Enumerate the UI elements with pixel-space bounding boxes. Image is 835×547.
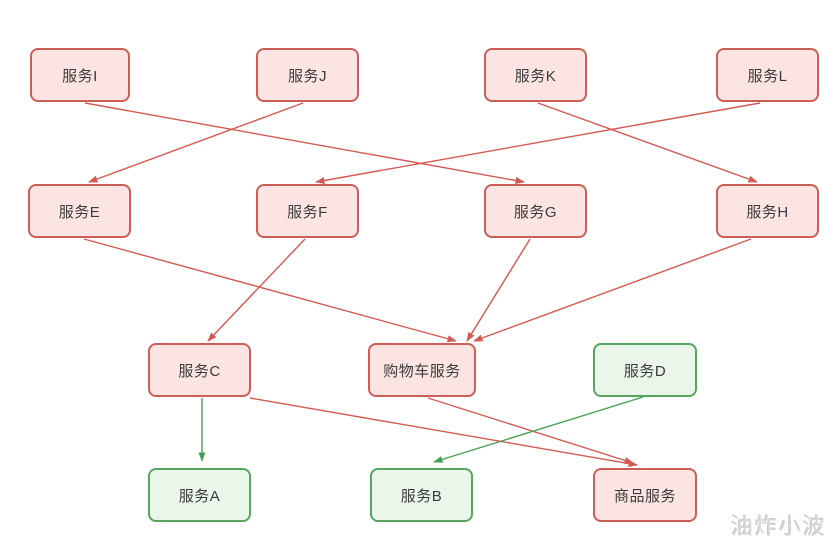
edge-C-goods (249, 397, 638, 467)
node-label-B: 服务B (400, 487, 443, 505)
node-label-L: 服务L (747, 67, 788, 85)
node-label-cart: 购物车服务 (383, 362, 461, 380)
watermark: 油炸小波 (730, 514, 827, 539)
node-K: 服务K (484, 48, 587, 102)
edge-D-B (433, 396, 644, 463)
node-label-F: 服务F (287, 203, 328, 221)
node-goods: 商品服务 (593, 468, 697, 522)
node-B: 服务B (370, 468, 473, 522)
edge-K-H (537, 102, 758, 183)
node-I: 服务I (30, 48, 130, 102)
node-label-D: 服务D (623, 362, 667, 380)
node-label-goods: 商品服务 (613, 487, 676, 505)
node-cart: 购物车服务 (368, 343, 476, 397)
edge-J-E (88, 102, 304, 183)
edge-L-F (315, 102, 761, 184)
node-label-G: 服务G (513, 203, 558, 221)
node-label-C: 服务C (178, 362, 221, 380)
node-label-H: 服务H (746, 203, 789, 221)
node-A: 服务A (148, 468, 251, 522)
node-F: 服务F (256, 184, 359, 238)
edge-I-G (84, 102, 525, 184)
edge-cart-goods (427, 397, 634, 464)
node-E: 服务E (28, 184, 131, 238)
node-C: 服务C (148, 343, 251, 397)
edge-F-C (207, 238, 306, 342)
node-label-K: 服务K (514, 67, 557, 85)
edge-G-cart (466, 238, 531, 342)
node-G: 服务G (484, 184, 587, 238)
node-D: 服务D (593, 343, 697, 397)
node-label-A: 服务A (178, 487, 221, 505)
node-label-I: 服务I (62, 67, 98, 85)
edge-E-cart (83, 238, 457, 343)
node-J: 服务J (256, 48, 359, 102)
node-label-E: 服务E (58, 203, 101, 221)
edge-H-cart (473, 238, 752, 342)
node-H: 服务H (716, 184, 819, 238)
node-label-J: 服务J (287, 67, 327, 85)
node-L: 服务L (716, 48, 819, 102)
